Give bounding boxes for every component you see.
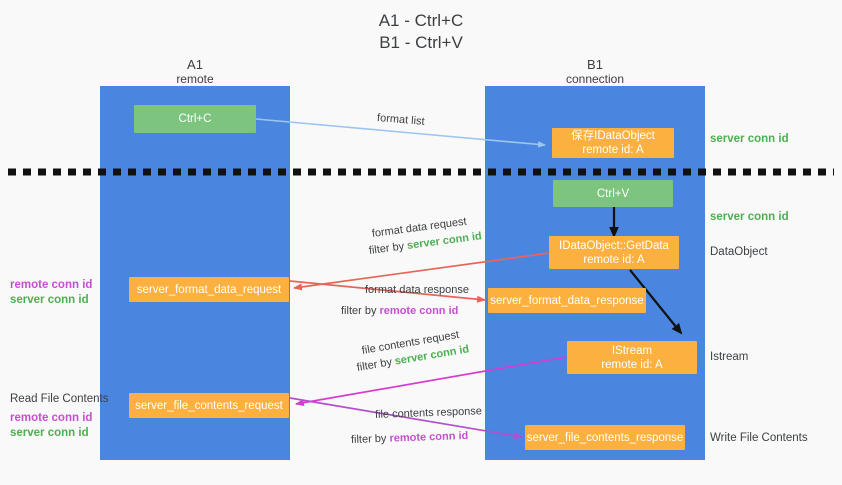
box-ctrl-c[interactable]: Ctrl+C <box>134 105 256 133</box>
caption-fdreq-filter-prefix: filter by <box>368 240 408 257</box>
caption-fdresp-filter-prefix: filter by <box>341 305 380 317</box>
caption-format-data-response: format data response <box>365 284 469 296</box>
box-istream-line2: remote id: A <box>601 358 663 371</box>
box-server-file-contents-request-label: server_file_contents_request <box>135 399 283 412</box>
box-getdata-line1: IDataObject::GetData <box>559 239 669 252</box>
box-save-idataobject[interactable]: 保存IDataObject remote id: A <box>552 128 674 158</box>
box-istream[interactable]: IStream remote id: A <box>567 341 697 374</box>
box-server-format-data-response[interactable]: server_format_data_response <box>488 288 646 313</box>
caption-fcreq-filter-prefix: filter by <box>355 355 396 374</box>
caption-file-contents-response: file contents response <box>374 405 483 421</box>
box-ctrl-v-line1: Ctrl+V <box>596 187 630 200</box>
column-b1-sub: connection <box>565 72 625 86</box>
label-left-server-conn-id-1: server conn id <box>10 294 89 306</box>
label-server-conn-id-top: server conn id <box>710 133 789 145</box>
box-save-idataobject-line2: remote id: A <box>582 144 644 156</box>
label-left-remote-conn-id-2: remote conn id <box>10 412 93 424</box>
caption-fdresp-filter-key: remote conn id <box>379 305 459 317</box>
label-server-conn-id-second: server conn id <box>710 211 789 223</box>
box-istream-line1: IStream <box>611 344 653 357</box>
caption-fcresp-filter-key: remote conn id <box>389 429 469 445</box>
box-server-format-data-request-label: server_format_data_request <box>136 283 282 296</box>
caption-file-contents-response-filter: filter by remote conn id <box>351 429 469 448</box>
column-b1-name: B1 <box>587 57 603 72</box>
label-dataobject: DataObject <box>710 246 768 258</box>
caption-format-data-response-filter: filter by remote conn id <box>341 304 458 319</box>
title-line-1: A1 - Ctrl+C <box>378 11 464 30</box>
box-server-format-data-response-label: server_format_data_response <box>490 294 644 307</box>
column-header-b1: B1 connection <box>485 57 705 87</box>
column-a1-sub: remote <box>176 72 214 86</box>
caption-fcresp-filter-prefix: filter by <box>350 432 390 446</box>
box-ctrl-v[interactable]: Ctrl+V <box>553 180 673 207</box>
title-line-2: B1 - Ctrl+V <box>379 33 463 52</box>
box-server-file-contents-response[interactable]: server_file_contents_response <box>525 425 685 450</box>
label-write-file-contents: Write File Contents <box>710 432 808 444</box>
label-left-remote-conn-id-1: remote conn id <box>10 279 93 291</box>
column-header-a1: A1 remote <box>100 57 290 87</box>
page-title: A1 - Ctrl+C B1 - Ctrl+V <box>0 10 842 54</box>
box-ctrl-c-line1: Ctrl+C <box>178 113 212 125</box>
label-left-server-conn-id-2: server conn id <box>10 427 89 439</box>
box-getdata-line2: remote id: A <box>583 253 645 266</box>
column-a1-name: A1 <box>187 57 203 72</box>
box-server-file-contents-request[interactable]: server_file_contents_request <box>129 393 289 418</box>
box-server-file-contents-response-label: server_file_contents_response <box>526 431 684 444</box>
label-istream: Istream <box>710 351 749 363</box>
caption-format-list: format list <box>376 112 426 128</box>
box-server-format-data-request[interactable]: server_format_data_request <box>129 277 289 302</box>
box-idataobject-getdata[interactable]: IDataObject::GetData remote id: A <box>549 236 679 269</box>
box-save-idataobject-line1: 保存IDataObject <box>571 130 655 142</box>
label-read-file-contents: Read File Contents <box>10 393 109 405</box>
